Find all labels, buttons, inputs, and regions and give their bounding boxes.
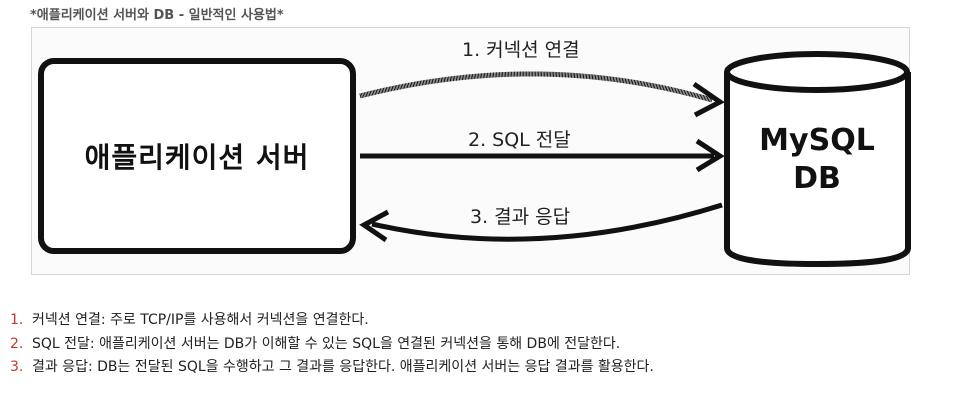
application-server-box: 애플리케이션 서버	[38, 58, 356, 254]
step-text: 결과 응답: DB는 전달된 SQL을 수행하고 그 결과를 응답한다. 애플리…	[32, 359, 654, 375]
connection-arrow	[359, 71, 725, 118]
db-label-line2: DB	[793, 161, 841, 196]
step-text: 커넥션 연결: 주로 TCP/IP를 사용해서 커넥션을 연결한다.	[32, 312, 369, 328]
connection-arrow-label: 1. 커넥션 연결	[462, 39, 580, 61]
sql-transfer-arrow	[360, 138, 725, 173]
result-response-arrow-label: 3. 결과 응답	[470, 206, 571, 228]
sql-transfer-arrow-label: 2. SQL 전달	[468, 129, 571, 151]
figure-caption: *애플리케이션 서버와 DB - 일반적인 사용법*	[30, 4, 284, 23]
result-response-arrow	[359, 202, 723, 243]
database-cylinder-icon	[724, 51, 911, 268]
step-number: 3.	[10, 359, 24, 375]
db-label-line1: MySQL	[759, 123, 875, 158]
list-item: 2. SQL 전달: 애플리케이션 서버는 DB가 이해할 수 있는 SQL을 연…	[10, 333, 654, 357]
step-number: 1.	[10, 312, 24, 328]
list-item: 3. 결과 응답: DB는 전달된 SQL을 수행하고 그 결과를 응답한다. 애…	[10, 356, 654, 380]
step-number: 2.	[10, 335, 24, 352]
list-item: 1. 커넥션 연결: 주로 TCP/IP를 사용해서 커넥션을 연결한다.	[10, 309, 654, 333]
caption-text: *애플리케이션 서버와 DB - 일반적인 사용법*	[30, 8, 284, 23]
application-server-label: 애플리케이션 서버	[84, 141, 310, 174]
mysql-db-label: MySQL DB	[726, 122, 908, 198]
steps-list: 1. 커넥션 연결: 주로 TCP/IP를 사용해서 커넥션을 연결한다. 2. S…	[10, 309, 654, 380]
step-text: SQL 전달: 애플리케이션 서버는 DB가 이해할 수 있는 SQL을 연결된…	[32, 335, 621, 352]
